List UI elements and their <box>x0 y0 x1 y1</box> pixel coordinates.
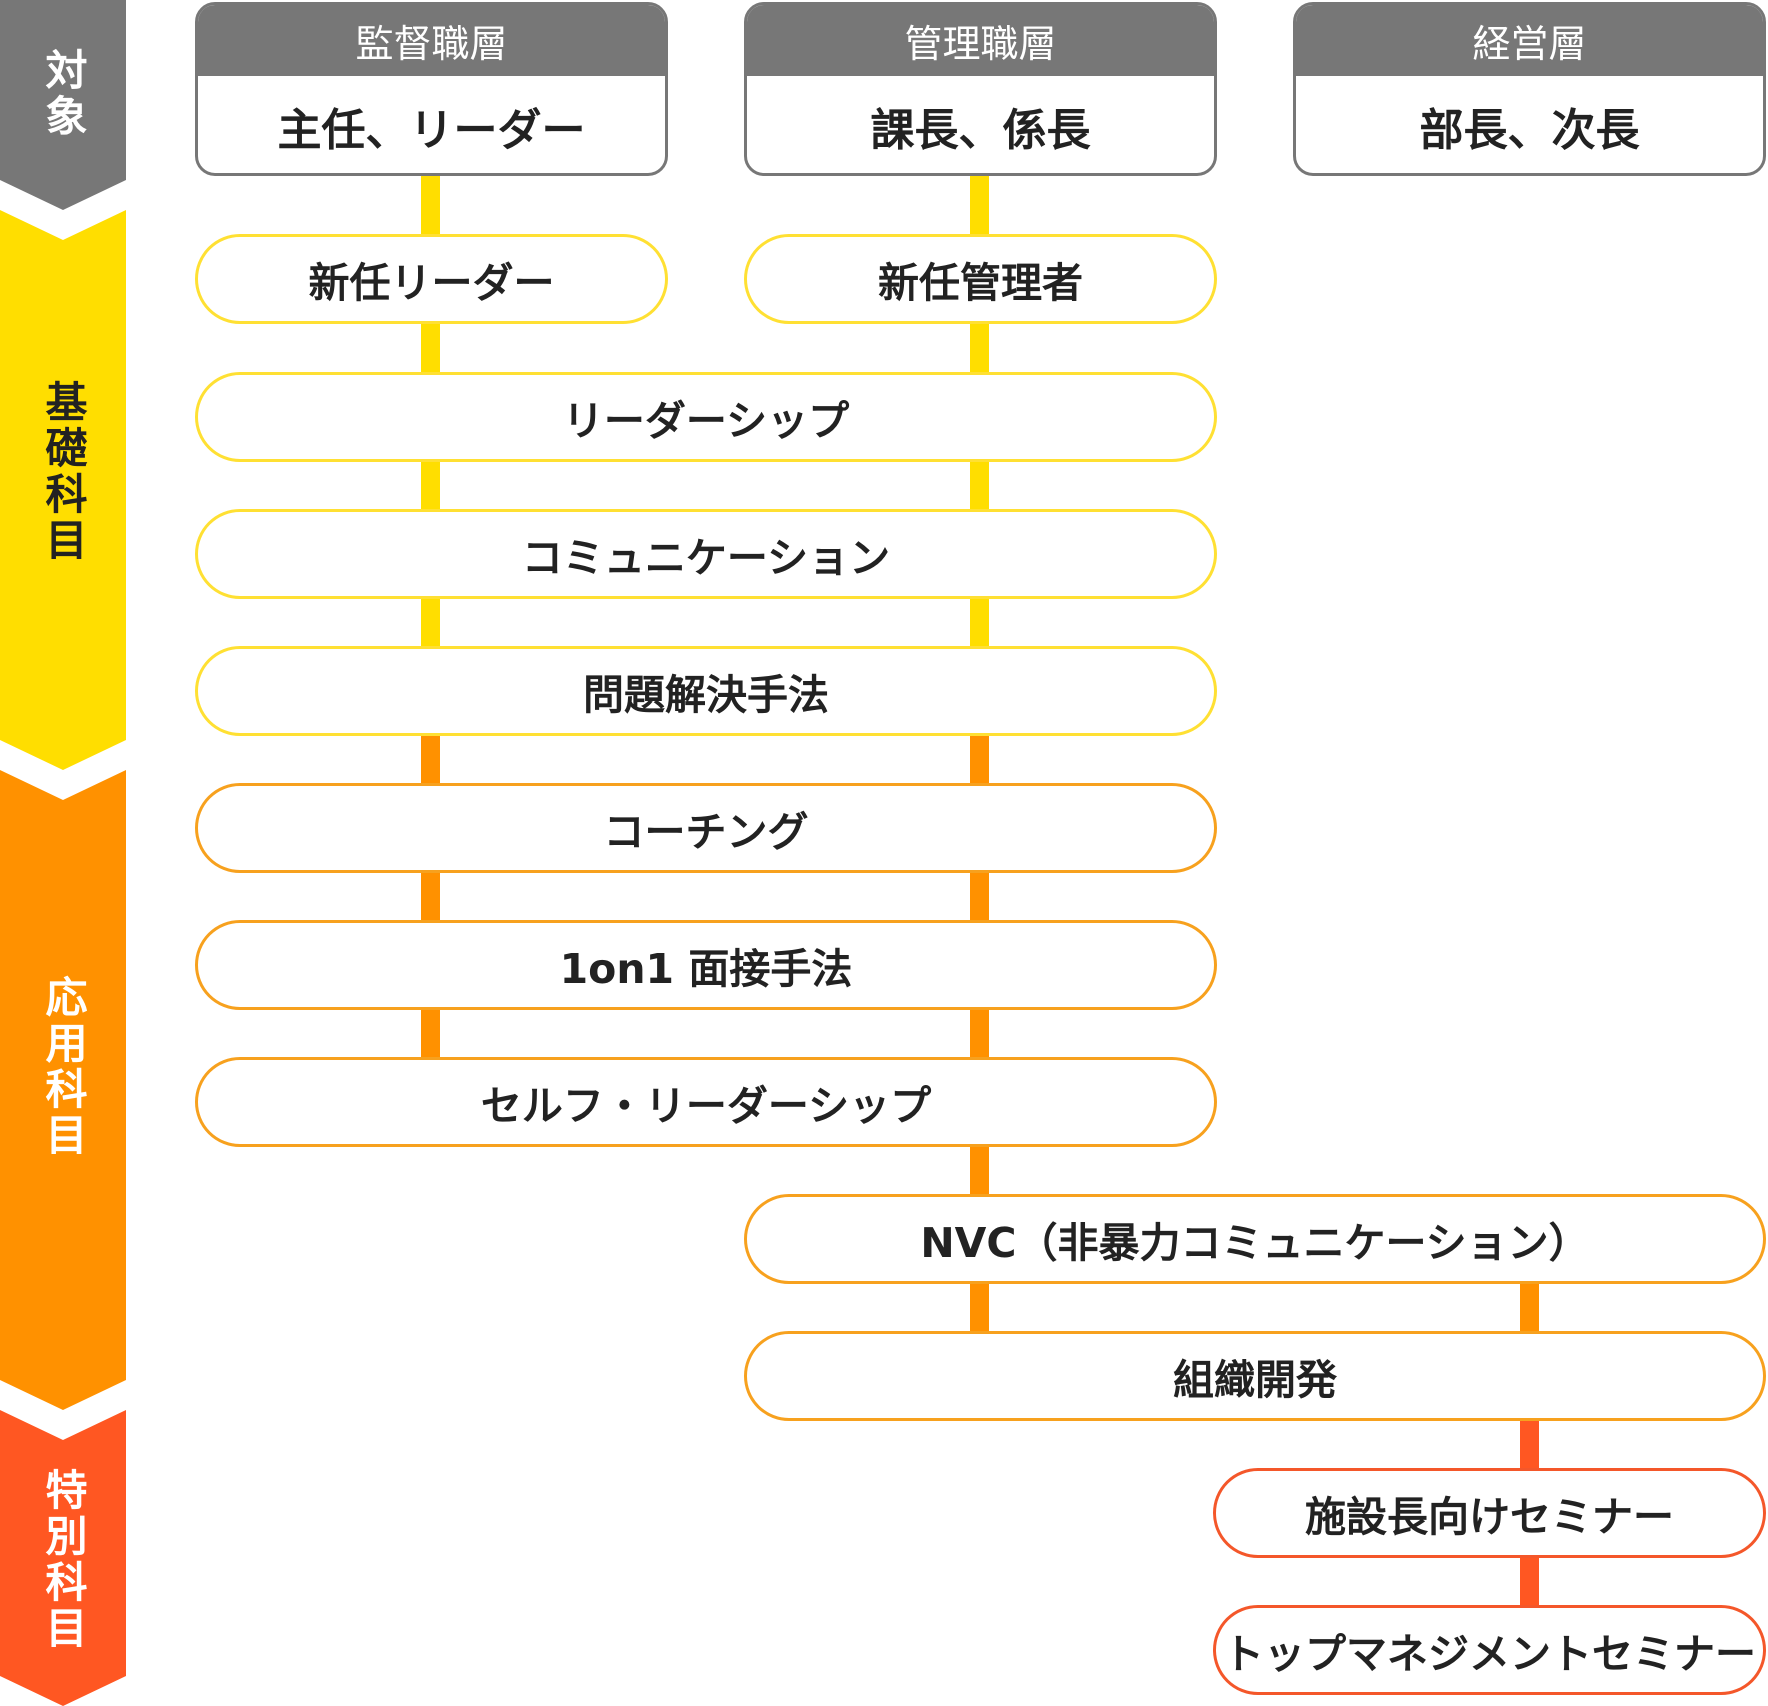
course-communication: コミュニケーション <box>195 509 1217 599</box>
course-leadership: リーダーシップ <box>195 372 1217 462</box>
band-target-text: 対象 <box>39 48 88 140</box>
connector <box>421 596 440 646</box>
connector <box>970 322 989 372</box>
connector <box>1520 1281 1539 1331</box>
connector <box>421 459 440 509</box>
header-card-manager: 管理職層 課長、係長 <box>744 2 1217 176</box>
band-applied-text: 応用科目 <box>39 975 88 1159</box>
connector <box>970 174 989 234</box>
connector <box>970 596 989 646</box>
connector <box>421 322 440 372</box>
connector <box>970 870 989 920</box>
header-card-supervisor: 監督職層 主任、リーダー <box>195 2 668 176</box>
connector <box>970 1007 989 1057</box>
band-target-segment <box>0 0 126 210</box>
header-level: 経営層 <box>1296 5 1763 76</box>
connector <box>970 733 989 783</box>
course-coaching: コーチング <box>195 783 1217 873</box>
header-level: 監督職層 <box>198 5 665 76</box>
course-org-development: 組織開発 <box>744 1331 1766 1421</box>
connector <box>421 174 440 234</box>
band-label-target: 対象 <box>0 48 126 140</box>
band-basic-text: 基礎科目 <box>39 380 88 564</box>
header-roles: 課長、係長 <box>870 105 1091 156</box>
course-top-seminar: トップマネジメントセミナー <box>1213 1605 1766 1695</box>
header-card-executive: 経営層 部長、次長 <box>1293 2 1766 176</box>
connector <box>1520 1555 1539 1605</box>
header-roles: 部長、次長 <box>1419 105 1640 156</box>
band-label-basic: 基礎科目 <box>0 380 126 564</box>
course-new-manager: 新任管理者 <box>744 234 1217 324</box>
band-applied-segment <box>0 770 126 1410</box>
connector <box>970 459 989 509</box>
band-basic-segment <box>0 210 126 770</box>
connector <box>421 870 440 920</box>
connector <box>970 1281 989 1331</box>
course-one-on-one: 1on1 面接手法 <box>195 920 1217 1010</box>
band-special-text: 特別科目 <box>39 1468 88 1652</box>
connector <box>421 733 440 783</box>
connector <box>421 1007 440 1057</box>
header-level: 管理職層 <box>747 5 1214 76</box>
connector <box>1520 1418 1539 1468</box>
course-self-leadership: セルフ・リーダーシップ <box>195 1057 1217 1147</box>
course-new-leader: 新任リーダー <box>195 234 668 324</box>
course-problem-solving: 問題解決手法 <box>195 646 1217 736</box>
course-facility-seminar: 施設長向けセミナー <box>1213 1468 1766 1558</box>
connector <box>970 1144 989 1194</box>
header-roles: 主任、リーダー <box>277 105 586 156</box>
course-nvc: NVC（非暴力コミュニケーション） <box>744 1194 1766 1284</box>
band-label-applied: 応用科目 <box>0 975 126 1159</box>
category-band <box>0 0 126 1706</box>
band-label-special: 特別科目 <box>0 1468 126 1652</box>
band-special-segment <box>0 1410 126 1706</box>
